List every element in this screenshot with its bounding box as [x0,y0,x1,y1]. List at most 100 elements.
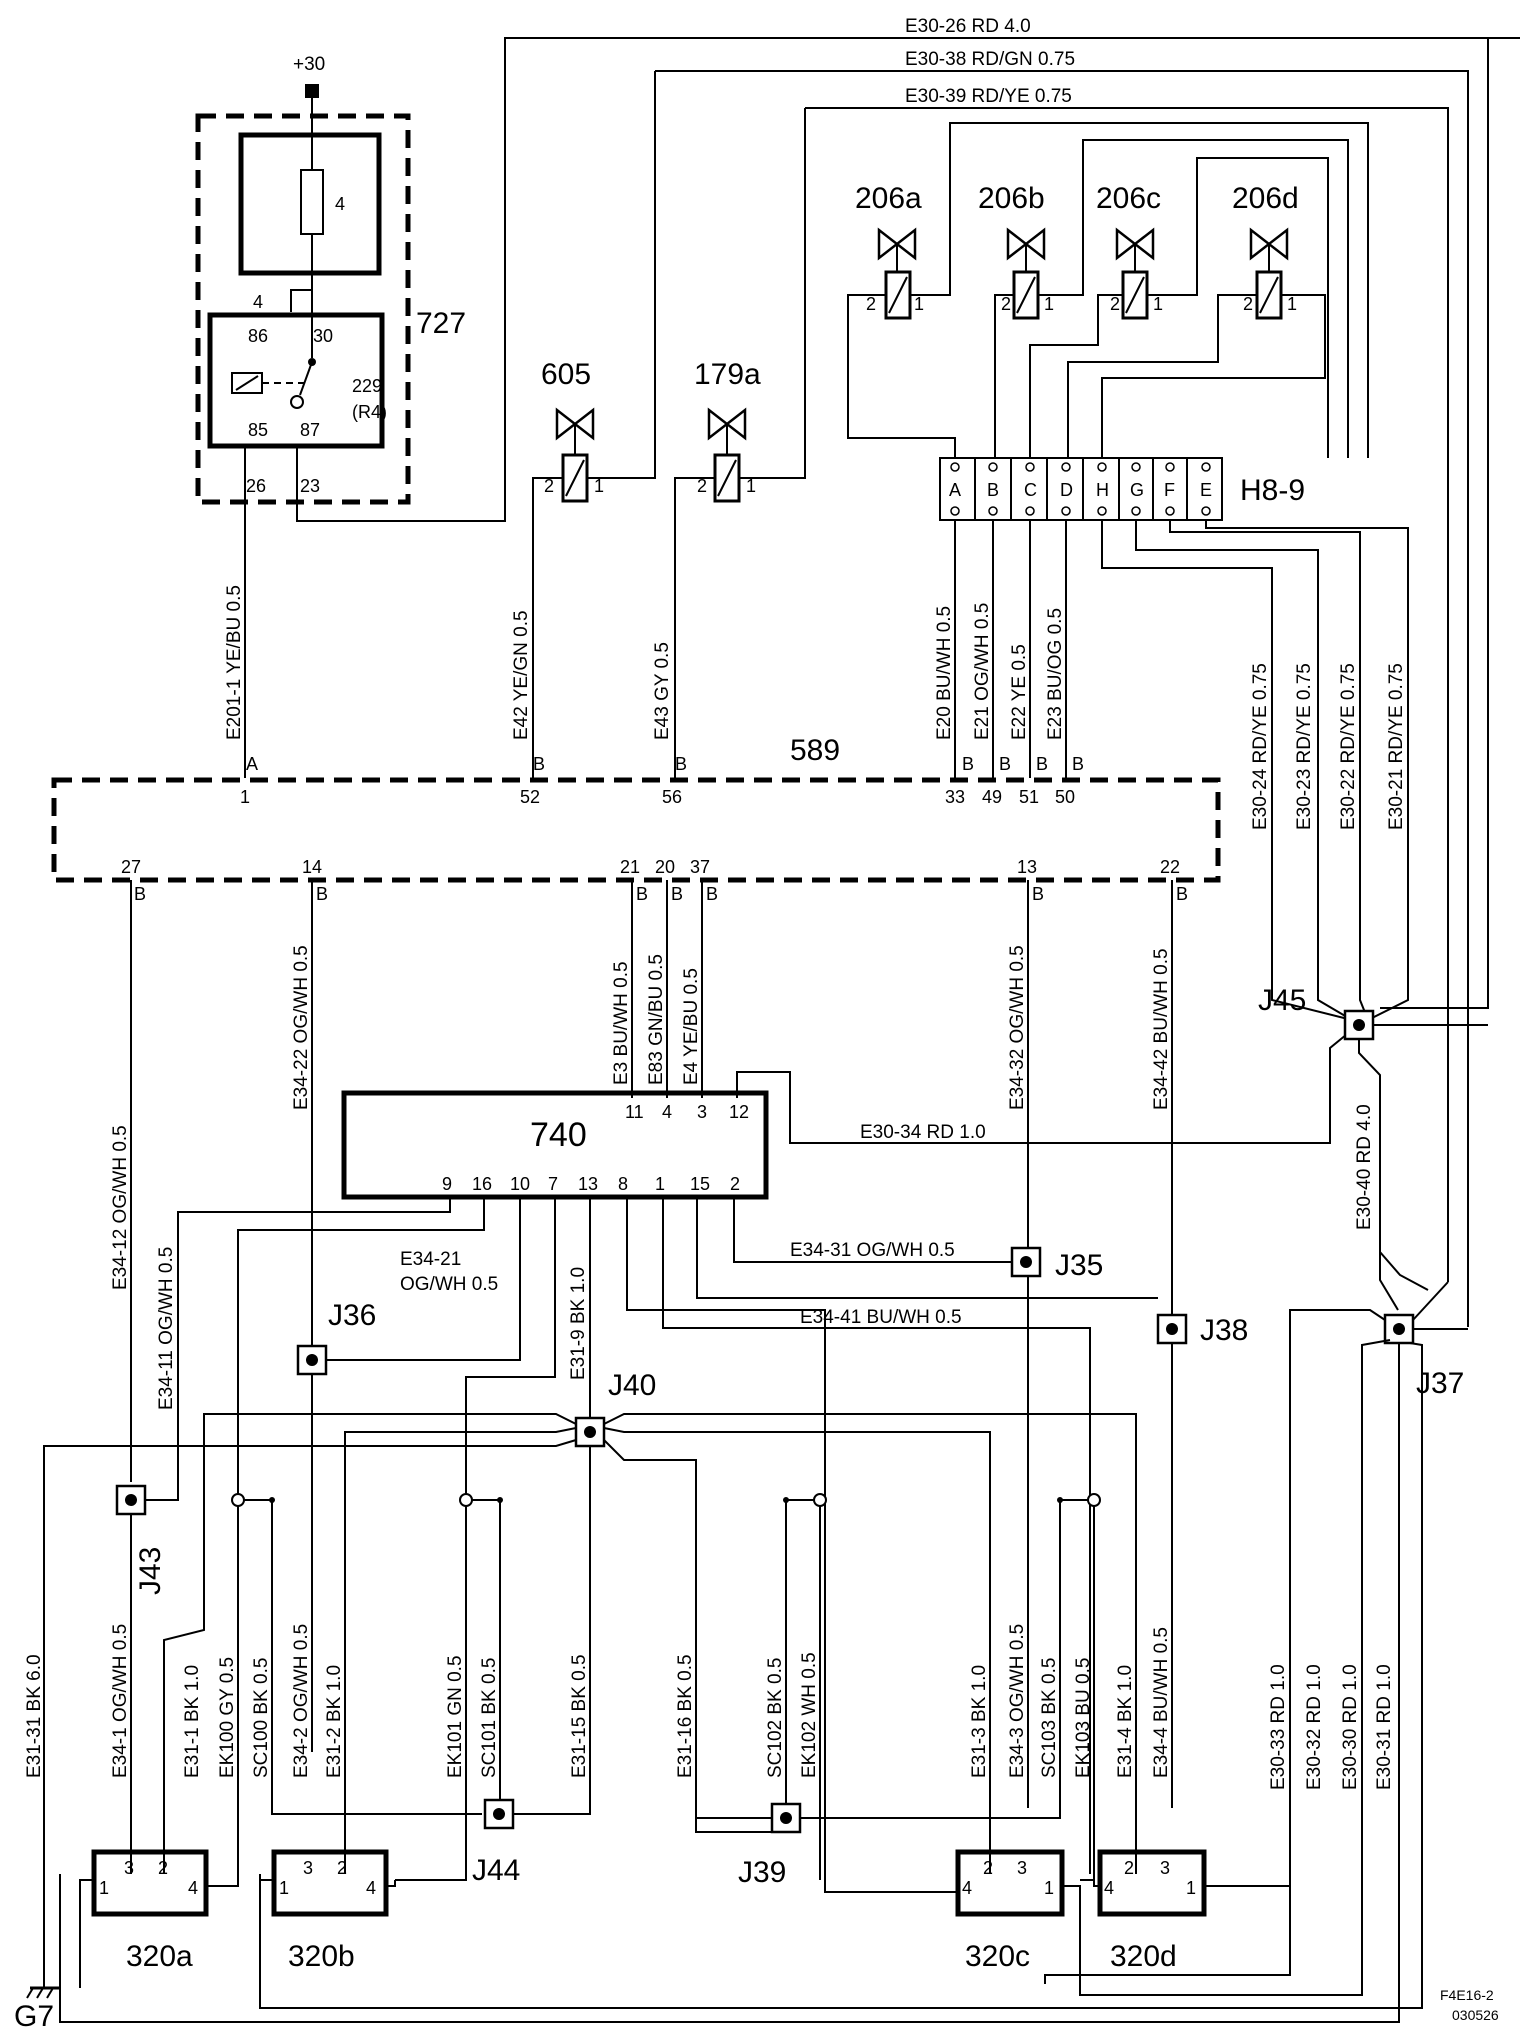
wire-label-e201-1: E201-1 YE/BU 0.5 [224,585,245,740]
h89-pin-d: D [1060,480,1073,500]
heater-320d-pin-2: 2 [1124,1858,1134,1878]
wire-label-e34-11: E34-11 OG/WH 0.5 [156,1247,177,1410]
pin-589-1-conn: A [246,754,258,774]
module-740: 740 11 4 3 12 9 16 10 7 13 8 1 15 2 [341,1090,769,1200]
valve-206d-id: 206d [1232,182,1299,215]
heater-320b-id: 320b [288,1940,355,1973]
valve-605: 605 2 1 [532,71,656,778]
relay-box-id: 727 [416,307,466,340]
heater-320c-pin-1: 1 [1044,1878,1054,1898]
wire-label-e30-40: E30-40 RD 4.0 [1354,1104,1375,1230]
wire-label-e34-21a: E34-21 [400,1249,461,1270]
pin-589-49: 49 [982,787,1002,807]
pin-589-51: 51 [1019,787,1039,807]
relay-pin-86: 86 [248,326,268,346]
wire-label-e31-9: E31-9 BK 1.0 [568,1267,589,1380]
valve-605-pin-1: 1 [594,476,604,496]
valve-206d-pin-1: 1 [1287,294,1297,314]
wire-label-e30-32: E30-32 RD 1.0 [1304,1664,1325,1790]
wire-label-sc100: SC100 BK 0.5 [251,1658,272,1778]
junction-j38: J38 [1156,1313,1248,1347]
h89-pin-c: C [1024,480,1037,500]
valve-179a-pin-2: 2 [697,476,707,496]
module-589-id: 589 [790,734,840,767]
wire-label-e30-23: E30-23 RD/YE 0.75 [1294,663,1315,830]
wire-label-e30-24: E30-24 RD/YE 0.75 [1250,663,1271,830]
heater-320a: 1 3 2 4 320a [91,1849,209,1973]
h89-pin-b: B [987,480,999,500]
pin-589-51-conn: B [1036,754,1048,774]
wire-label-e34-2: E34-2 OG/WH 0.5 [291,1624,312,1778]
pin-589-37: 37 [690,857,710,877]
fuse-number: 4 [335,194,345,214]
pin-589-52-conn: B [533,754,545,774]
relay-pin-30: 30 [313,326,333,346]
relay-number: 229 [352,376,382,396]
valve-206a-id: 206a [855,182,922,215]
wire-label-ek103: EK103 BU 0.5 [1073,1658,1094,1778]
pin-589-22: 22 [1160,857,1180,877]
junction-j36-label: J36 [328,1299,376,1332]
pin-740-10: 10 [510,1174,530,1194]
relay-pin-23: 23 [300,476,320,496]
wire-label-e31-4: E31-4 BK 1.0 [1115,1665,1136,1778]
relay-pin-26: 26 [246,476,266,496]
valve-206a-pin-1: 1 [914,294,924,314]
valve-206d: 206d 2 1 [1232,182,1299,320]
pin-740-7: 7 [548,1174,558,1194]
valve-206d-pin-2: 2 [1243,294,1253,314]
wire-label-e30-34: E30-34 RD 1.0 [860,1122,986,1143]
wire-label-e83: E83 GN/BU 0.5 [646,954,667,1085]
pin-740-15: 15 [690,1174,710,1194]
module-589: 589 A 1 B 52 B 56 B 33 B 49 B 51 B 50 27… [51,734,1221,904]
heater-320b-pin-1: 1 [279,1878,289,1898]
junction-j38-label: J38 [1200,1314,1248,1347]
wire-label-e31-1: E31-1 BK 1.0 [182,1665,203,1778]
wire-label-e22: E22 YE 0.5 [1009,644,1030,740]
relay-pin-4: 4 [253,292,263,312]
wire-label-e34-22: E34-22 OG/WH 0.5 [291,945,312,1110]
wire-label-e30-38: E30-38 RD/GN 0.75 [905,49,1075,70]
heater-320a-id: 320a [126,1940,193,1973]
wire-label-e31-15: E31-15 BK 0.5 [569,1654,590,1778]
junction-j43: J43 [115,1484,167,1595]
heater-320d: 4 2 3 1 320d [1097,1849,1207,1973]
heater-320a-pin-2: 2 [158,1858,168,1878]
h89-pin-g: G [1130,480,1144,500]
pin-589-27: 27 [121,857,141,877]
wire-label-e42: E42 YE/GN 0.5 [511,610,532,740]
wire-label-e43: E43 GY 0.5 [652,642,673,740]
pin-740-4: 4 [662,1102,672,1122]
pin-740-3: 3 [697,1102,707,1122]
h89-pin-f: F [1164,480,1175,500]
valve-605-pin-2: 2 [544,476,554,496]
valve-605-id: 605 [541,358,591,391]
heater-320a-pin-4: 4 [188,1878,198,1898]
wire-label-e34-12: E34-12 OG/WH 0.5 [110,1125,131,1290]
wire-label-e30-30: E30-30 RD 1.0 [1340,1664,1361,1790]
pin-740-13: 13 [578,1174,598,1194]
junction-j44: J44 [472,1798,520,1887]
h89-pin-a: A [949,480,961,500]
pin-589-21: 21 [620,857,640,877]
pin-589-13-conn: B [1032,884,1044,904]
relay-sub-label: (R4) [352,402,387,422]
wire-label-ek102: EK102 WH 0.5 [799,1652,820,1778]
wire-label-e31-2: E31-2 BK 1.0 [324,1665,345,1778]
valve-179a-id: 179a [694,358,761,391]
pin-740-16: 16 [472,1174,492,1194]
wire-label-ek100: EK100 GY 0.5 [217,1657,238,1778]
footer-code: F4E16-2 [1440,1987,1494,2003]
wire-label-ek101: EK101 GN 0.5 [445,1655,466,1778]
wire-label-e21: E21 OG/WH 0.5 [972,603,993,740]
junction-j44-label: J44 [472,1854,520,1887]
heater-320b: 1 3 2 4 320b [271,1849,389,1973]
relay-pin-87: 87 [300,420,320,440]
wire-label-e30-21: E30-21 RD/YE 0.75 [1386,663,1407,830]
pin-740-11: 11 [625,1102,644,1122]
pin-589-50-conn: B [1072,754,1084,774]
heater-320b-pin-2: 2 [337,1858,347,1878]
pin-589-49-conn: B [999,754,1011,774]
wire-label-e34-21b: OG/WH 0.5 [400,1274,498,1295]
wire-label-e34-3: E34-3 OG/WH 0.5 [1007,1624,1028,1778]
